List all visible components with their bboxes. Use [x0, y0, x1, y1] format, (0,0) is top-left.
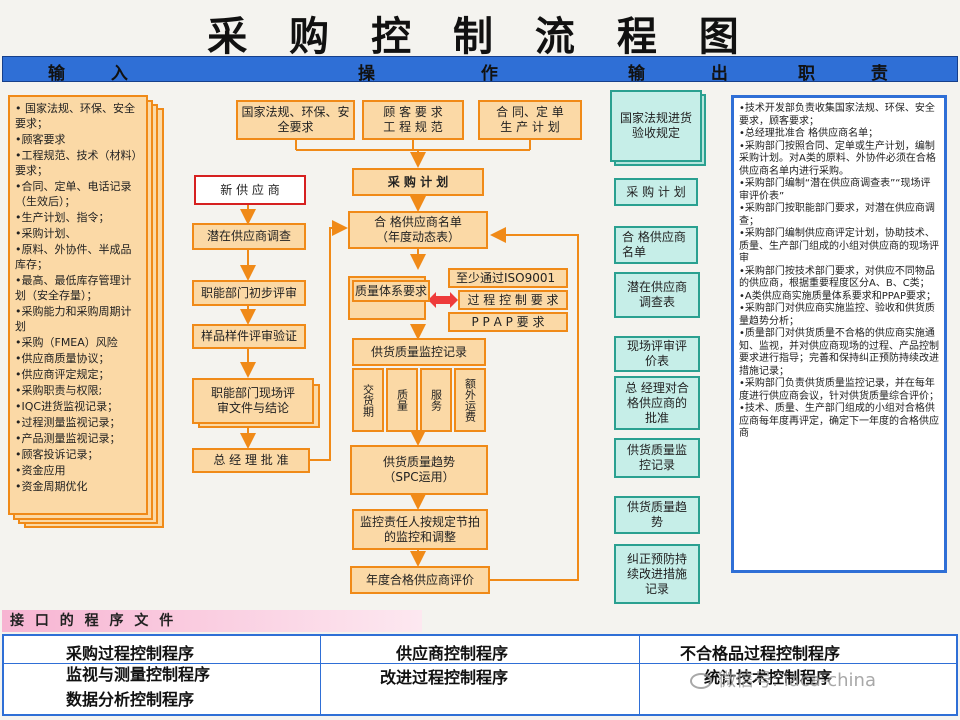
duty-item: •技术、质量、生产部门组成的小组对合格供应商每年度再评定，确定下一年度的合格供应… — [739, 403, 939, 439]
header-input: 输 入 — [48, 64, 148, 84]
procedure-statistics: 统计技术控制程序 — [704, 668, 833, 687]
flow-quality-monitor-record: 供货质量监控记录 — [352, 338, 486, 366]
duty-item: •A类供应商实施质量体系要求和PPAP要求； — [739, 290, 937, 302]
flow-new-supplier: 新 供 应 商 — [194, 175, 306, 205]
input-item: •合同、定单、电话记录（生效后）； — [15, 180, 132, 208]
flow-process-control-req: 过 程 控 制 要 求 — [458, 290, 568, 310]
flow-gm-approval: 总 经 理 批 准 — [192, 448, 310, 473]
watermark: 微信号: iaca-china — [690, 666, 876, 692]
input-item: •供应商质量协议； — [15, 352, 110, 365]
flow-purchase-plan: 采 购 计 划 — [352, 168, 484, 196]
input-item: •过程测量监视记录； — [15, 416, 121, 429]
output-corrective-record: 纠正预防持续改进措施记录 — [614, 544, 700, 604]
flow-annual-evaluation: 年度合格供应商评价 — [350, 566, 490, 594]
input-item: • 国家法规、环保、安全要求； — [15, 102, 135, 130]
output-purchase-plan: 采 购 计 划 — [614, 178, 698, 206]
wechat-icon — [690, 673, 712, 689]
duty-item: •总经理批准合 格供应商名单； — [739, 128, 879, 139]
flow-col-service: 服务 — [420, 368, 452, 432]
header-output: 输 出 — [628, 64, 728, 84]
input-item: •生产计划、指令； — [15, 211, 110, 224]
input-item: •采购职责与权限; — [15, 384, 103, 397]
duty-item: •采购部门负责供货质量监控记录，并在每年度进行供应商会议，针对供货质量综合评价； — [739, 378, 939, 402]
flow-contract-plan: 合 同、定 单 生 产 计 划 — [478, 100, 582, 140]
duty-panel: •技术开发部负责收集国家法规、环保、安全要求，顾客要求；•总经理批准合 格供应商… — [731, 95, 947, 573]
procedure-table: 采购过程控制程序 供应商控制程序 不合格品过程控制程序 监视与测量控制程序 改进… — [2, 634, 958, 716]
flow-ppap-req: P P A P 要 求 — [448, 312, 568, 332]
input-item: •资金应用 — [15, 464, 66, 477]
input-item: •工程规范、技术（材料）要求； — [15, 149, 137, 177]
flow-monitor-adjust: 监控责任人按规定节拍 的监控和调整 — [352, 509, 488, 550]
input-item: •采购（FMEA）风险 — [15, 336, 118, 349]
flow-col-delivery: 交货期 — [352, 368, 384, 432]
flow-onsite-review: 职能部门现场评 审文件与结论 — [192, 378, 314, 424]
output-quality-record: 供货质量监控记录 — [614, 438, 700, 478]
input-item: •原料、外协件、半成品库存； — [15, 243, 132, 271]
procedure-monitor-measure: 监视与测量控制程序 — [66, 665, 211, 684]
input-list: • 国家法规、环保、安全要求； •顾客要求 •工程规范、技术（材料）要求； •合同、定… — [8, 95, 148, 515]
input-item: •采购能力和采购周期计划 — [15, 305, 132, 333]
output-qualified-list: 合 格供应商名单 — [614, 226, 698, 264]
flow-customer-requirements: 顾 客 要 求 工 程 规 范 — [362, 100, 464, 140]
procedure-data-analysis: 数据分析控制程序 — [66, 690, 195, 709]
column-header-bar: 输 入 操 作 输 出 职 责 — [2, 56, 958, 84]
input-item: •资金周期优化 — [15, 480, 88, 493]
header-duty: 职 责 — [798, 64, 888, 84]
header-operation: 操 作 — [358, 64, 498, 84]
output-quality-trend: 供货质量趋势 — [614, 496, 700, 534]
procedure-supplier: 供应商控制程序 — [396, 644, 509, 663]
flow-initial-review: 职能部门初步评审 — [192, 280, 306, 306]
output-gm-approval: 总 经理对合格供应商的批准 — [614, 376, 700, 430]
duty-item: •采购部门对供应商实施监控、验收和供货质量趋势分析； — [739, 303, 935, 327]
interface-header: 接 口 的 程 序 文 件 — [2, 610, 422, 632]
flow-sample-verification: 样品样件评审验证 — [192, 324, 306, 349]
output-onsite-form: 现场评审评价表 — [614, 336, 700, 372]
input-item: •顾客要求 — [15, 133, 66, 146]
input-item: •产品测量监视记录； — [15, 432, 121, 445]
flow-iso9001: 至少通过ISO9001 — [448, 268, 568, 288]
flow-potential-supplier-survey: 潜在供应商调查 — [192, 223, 306, 250]
input-item: •IQC进货监视记录； — [15, 400, 119, 413]
procedure-nonconforming: 不合格品过程控制程序 — [680, 644, 841, 663]
duty-item: •采购部门编制“潜在供应商调查表”“现场评审评价表” — [739, 178, 931, 202]
output-survey-form: 潜在供应商调查表 — [614, 272, 700, 318]
duty-item: •采购部门编制供应商评定计划，协助技术、质量、生产部门组成的小组对供应商的现场评… — [739, 228, 939, 264]
flow-quality-trend: 供货质量趋势 （SPC运用） — [350, 445, 488, 495]
procedure-improvement: 改进过程控制程序 — [380, 668, 509, 687]
flow-col-quality: 质量 — [386, 368, 418, 432]
input-item: •顾客投诉记录； — [15, 448, 99, 461]
flow-col-freight: 额外运费 — [454, 368, 486, 432]
procedure-purchase: 采购过程控制程序 — [66, 644, 195, 663]
input-item: •采购计划、 — [15, 227, 77, 240]
duty-item: •技术开发部负责收集国家法规、环保、安全要求，顾客要求； — [739, 103, 935, 127]
duty-item: •采购部门按照合同、定单或生产计划，编制采购计划。对A类的原料、外协件必须在合格… — [739, 140, 936, 177]
output-regulation-acceptance: 国家法规进货验收规定 — [610, 90, 702, 162]
duty-item: •采购部门按职能部门要求，对潜在供应商调查； — [739, 203, 935, 227]
input-item: •供应商评定规定； — [15, 368, 110, 381]
duty-item: •质量部门对供货质量不合格的供应商实施通知、监视，并对供应商现场的过程、产品控制… — [739, 328, 939, 377]
flow-qualified-supplier-list: 合 格供应商名单 （年度动态表） — [348, 211, 488, 249]
flow-quality-system-req: 质量体系要求 — [352, 280, 430, 302]
page-title: 采 购 控 制 流 程 图 — [207, 13, 753, 60]
input-item: •最高、最低库存管理计划（安全存量）； — [15, 274, 132, 302]
flow-regulation-requirements: 国家法规、环保、安全要求 — [236, 100, 355, 140]
duty-item: •采购部门按技术部门要求，对供应不同物品的供应商，根据重要程度区分A、B、C类； — [739, 265, 935, 290]
